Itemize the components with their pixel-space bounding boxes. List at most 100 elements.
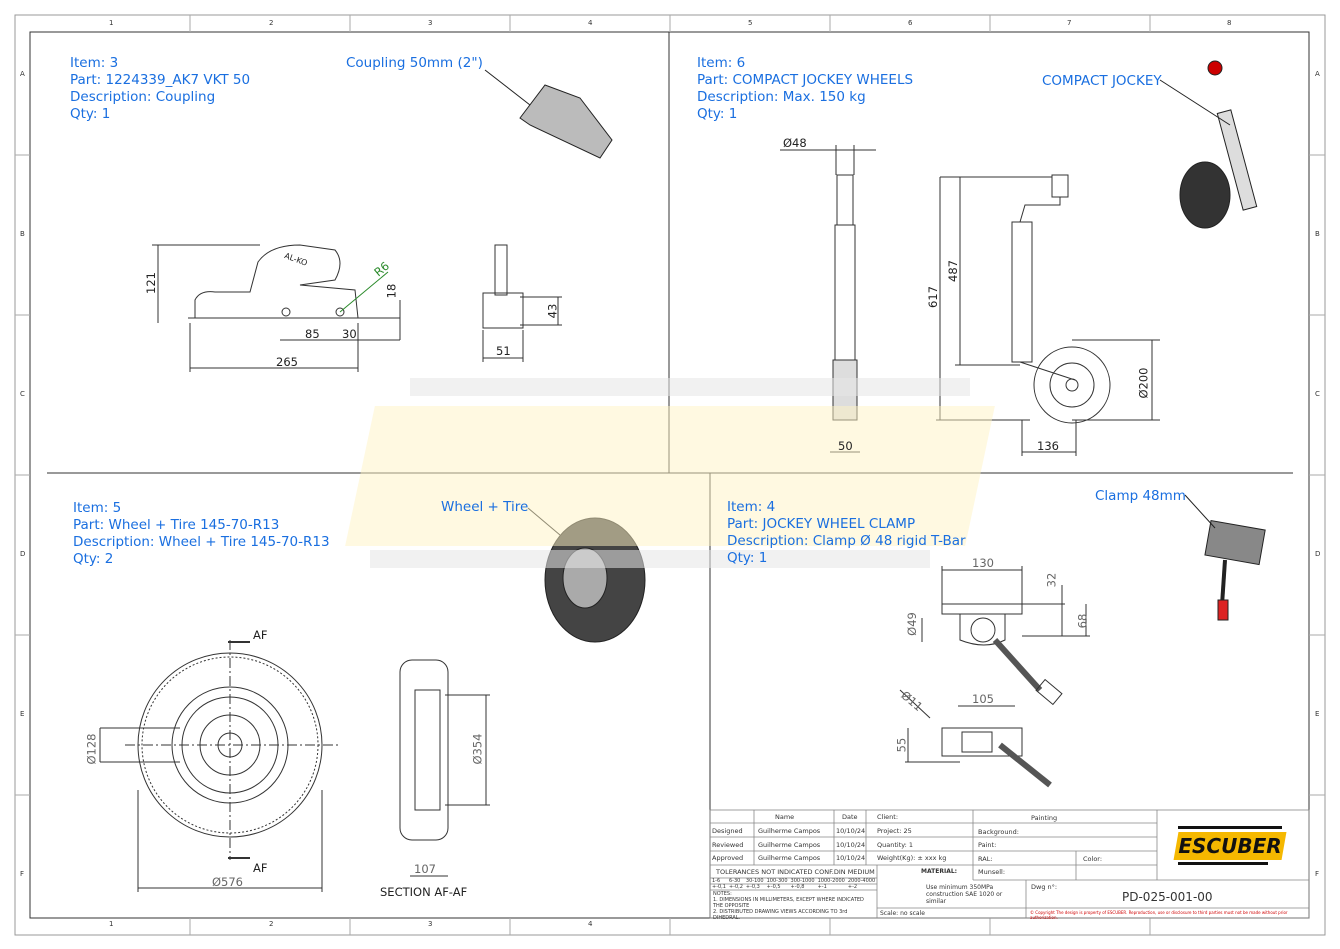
wheel-front-view bbox=[99, 640, 340, 892]
row-label: E bbox=[20, 710, 25, 718]
dim-487: 487 bbox=[945, 260, 960, 282]
tb-info: Project: 25 bbox=[877, 827, 912, 835]
tb-color: Color: bbox=[1083, 855, 1103, 863]
tb-material-label: MATERIAL: bbox=[921, 868, 958, 875]
tol-value: +-0,1 bbox=[712, 884, 726, 890]
title-block-lines bbox=[709, 809, 1310, 919]
tb-paint: RAL: bbox=[978, 855, 993, 863]
coupling-front-view bbox=[482, 244, 562, 362]
tb-header-date: Date bbox=[842, 813, 858, 821]
clamp-callout: Clamp 48mm bbox=[1095, 488, 1186, 504]
row-label: D bbox=[1315, 550, 1321, 558]
dim-55: 55 bbox=[894, 737, 909, 753]
col-label: 5 bbox=[748, 19, 753, 27]
col-label: 2 bbox=[269, 19, 274, 27]
section-marker-bottom: AF bbox=[253, 861, 268, 875]
item-label: Item: 6 bbox=[697, 55, 746, 71]
row-label: E bbox=[1315, 710, 1320, 718]
tol-range: 2000-4000 bbox=[847, 878, 876, 884]
tb-munsell: Munsell: bbox=[978, 868, 1006, 876]
tol-range: 30-100 bbox=[745, 878, 764, 884]
description-label: Description: Clamp Ø 48 rigid T-Bar bbox=[727, 533, 966, 549]
clamp-bottom-view bbox=[899, 689, 1052, 788]
col-label: 1 bbox=[109, 19, 114, 27]
tol-value: +-2 bbox=[847, 884, 858, 890]
dim-85: 85 bbox=[305, 327, 320, 341]
wheel-section-view bbox=[399, 659, 490, 877]
tol-value: +-0,2 bbox=[728, 884, 743, 890]
qty-label: Qty: 1 bbox=[70, 106, 111, 122]
tb-notes: NOTES: 1. DIMENSIONS IN MILLIMETERS, EXC… bbox=[713, 891, 875, 921]
tb-note: 2. DISTRIBUTED DRAWING VIEWS ACCORDING T… bbox=[713, 909, 848, 921]
dim-617: 617 bbox=[925, 286, 940, 308]
tb-scale: Scale: no scale bbox=[880, 910, 925, 917]
part-label: Part: JOCKEY WHEEL CLAMP bbox=[727, 516, 916, 532]
part-label: Part: COMPACT JOCKEY WHEELS bbox=[697, 72, 914, 88]
qty-label: Qty: 1 bbox=[727, 550, 768, 566]
row-label: A bbox=[20, 70, 25, 78]
section-marker-top: AF bbox=[253, 628, 268, 642]
tb-dwg-number: PD-025-001-00 bbox=[1122, 890, 1213, 904]
dim-121: 121 bbox=[143, 272, 158, 294]
row-label: C bbox=[20, 390, 25, 398]
tb-header-name: Name bbox=[775, 813, 795, 821]
clamp-top-view bbox=[921, 566, 1090, 706]
dim-d48: Ø48 bbox=[783, 136, 807, 150]
tb-info: Weight(Kg): ± xxx kg bbox=[877, 854, 947, 862]
tb-header-painting: Painting bbox=[1031, 814, 1058, 822]
tb-role: Reviewed bbox=[712, 841, 744, 849]
tol-value: +-0,3 bbox=[745, 884, 760, 890]
dim-50: 50 bbox=[838, 439, 853, 453]
description-label: Description: Max. 150 kg bbox=[697, 89, 866, 105]
logo-bar-top bbox=[1178, 826, 1282, 829]
tb-paint: Background: bbox=[978, 828, 1019, 836]
col-label: 4 bbox=[588, 19, 593, 27]
tb-note: 1. DIMENSIONS IN MILLIMETERS, EXCEPT WHE… bbox=[713, 897, 864, 909]
tb-name: Guilherme Campos bbox=[758, 827, 821, 835]
jockey-side-view bbox=[936, 174, 1160, 456]
item-label: Item: 3 bbox=[70, 55, 119, 71]
dim-d200: Ø200 bbox=[1136, 367, 1151, 399]
tb-name: Guilherme Campos bbox=[758, 854, 821, 862]
item-label: Item: 4 bbox=[727, 499, 776, 515]
tol-value: +-1 bbox=[817, 884, 827, 890]
col-label: 1 bbox=[109, 920, 114, 928]
tb-copyright: © Copyright The design is property of ES… bbox=[1030, 910, 1288, 920]
dim-d128: Ø128 bbox=[84, 733, 99, 765]
col-label: 8 bbox=[1227, 19, 1232, 27]
tb-role: Designed bbox=[712, 827, 743, 835]
tol-range: 1000-2000 bbox=[817, 878, 845, 884]
tol-value: +-0,8 bbox=[790, 884, 805, 890]
col-label: 3 bbox=[428, 920, 433, 928]
row-label: F bbox=[20, 870, 25, 878]
dim-265: 265 bbox=[276, 355, 298, 369]
tb-tolerances-title: TOLERANCES NOT INDICATED CONF.DIN MEDIUM bbox=[716, 868, 875, 876]
tol-range: 300-1000 bbox=[790, 878, 815, 884]
dim-130: 130 bbox=[972, 556, 994, 570]
row-label: F bbox=[1315, 870, 1320, 878]
grid-ticks bbox=[15, 15, 1325, 935]
dim-107: 107 bbox=[414, 862, 436, 876]
tol-value: +-0,5 bbox=[766, 884, 781, 890]
col-label: 6 bbox=[908, 19, 913, 27]
tol-range: 6-30 bbox=[728, 878, 741, 884]
logo-bar-bottom bbox=[1178, 862, 1268, 865]
dim-d576: Ø576 bbox=[212, 875, 244, 889]
jockey-front-view bbox=[780, 145, 876, 453]
dim-d49: Ø49 bbox=[904, 612, 919, 636]
coupling-side-view bbox=[152, 244, 401, 372]
row-label: C bbox=[1315, 390, 1320, 398]
col-label: 3 bbox=[428, 19, 433, 27]
logo-text: ESCUBER bbox=[1178, 834, 1282, 858]
tb-role: Approved bbox=[712, 854, 744, 862]
dim-43: 43 bbox=[545, 303, 560, 319]
qty-label: Qty: 2 bbox=[73, 551, 114, 567]
clamp-info: Item: 4 Part: JOCKEY WHEEL CLAMP Descrip… bbox=[727, 499, 966, 567]
dim-68: 68 bbox=[1075, 613, 1090, 629]
row-label: A bbox=[1315, 70, 1320, 78]
tb-paint: Paint: bbox=[978, 841, 997, 849]
dim-51: 51 bbox=[496, 344, 511, 358]
coupling-info: Item: 3 Part: 1224339_AK7 VKT 50 Descrip… bbox=[70, 55, 250, 123]
dim-105: 105 bbox=[972, 692, 994, 706]
description-label: Description: Coupling bbox=[70, 89, 216, 105]
